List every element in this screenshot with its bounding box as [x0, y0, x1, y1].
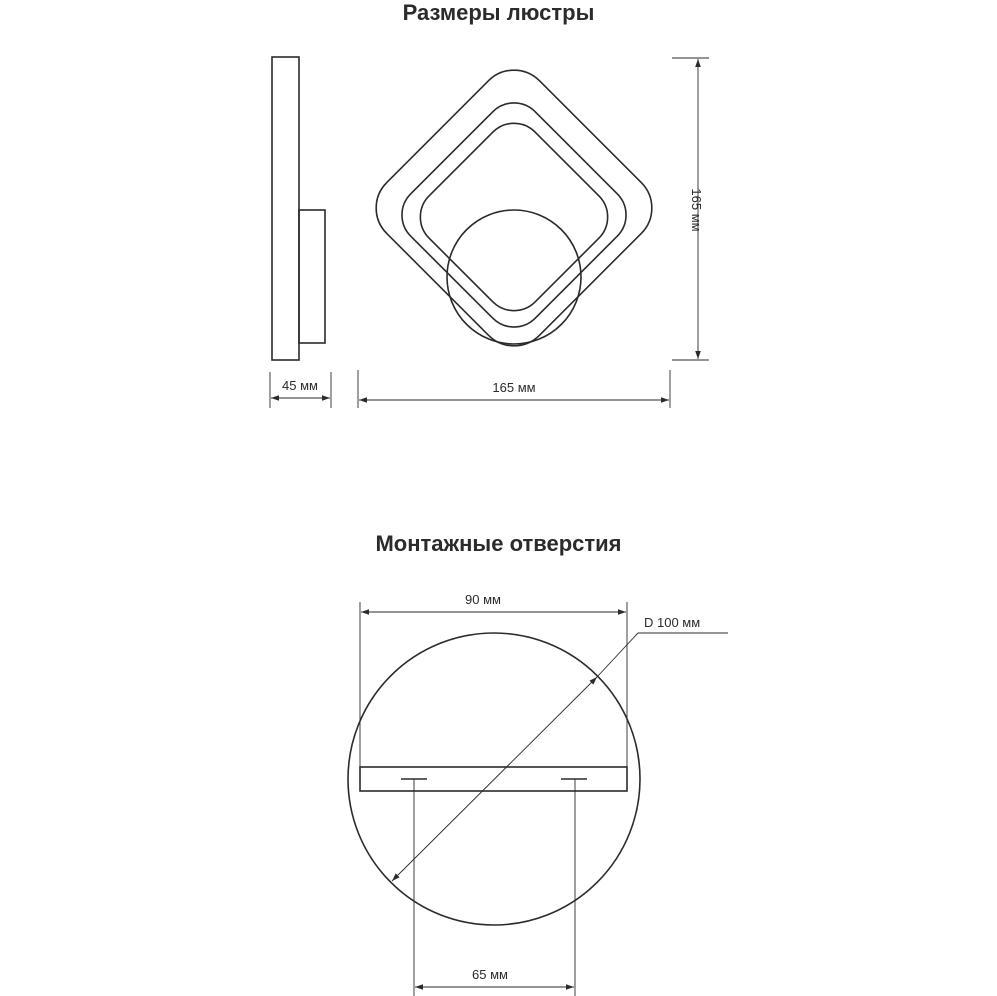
hole-spacing-dimension: 65 мм: [413, 779, 576, 996]
depth-dimension: 45 мм: [269, 372, 332, 408]
title-mounting-holes: Монтажные отверстия: [375, 531, 622, 556]
depth-label: 45 мм: [282, 378, 318, 393]
height-dimension: 165 мм: [672, 57, 709, 361]
hole-spacing-label: 65 мм: [472, 967, 508, 982]
height-label: 165 мм: [689, 188, 704, 231]
diameter-label: D 100 мм: [644, 615, 700, 630]
title-chandelier-dimensions: Размеры люстры: [402, 0, 595, 25]
front-view: [375, 69, 653, 347]
side-view: [271, 56, 326, 361]
diameter-dimension: D 100 мм: [391, 615, 728, 882]
plate-width-dimension: 90 мм: [359, 592, 628, 767]
plate-width-label: 90 мм: [465, 592, 501, 607]
width-label: 165 мм: [492, 380, 535, 395]
width-dimension: 165 мм: [357, 370, 671, 408]
